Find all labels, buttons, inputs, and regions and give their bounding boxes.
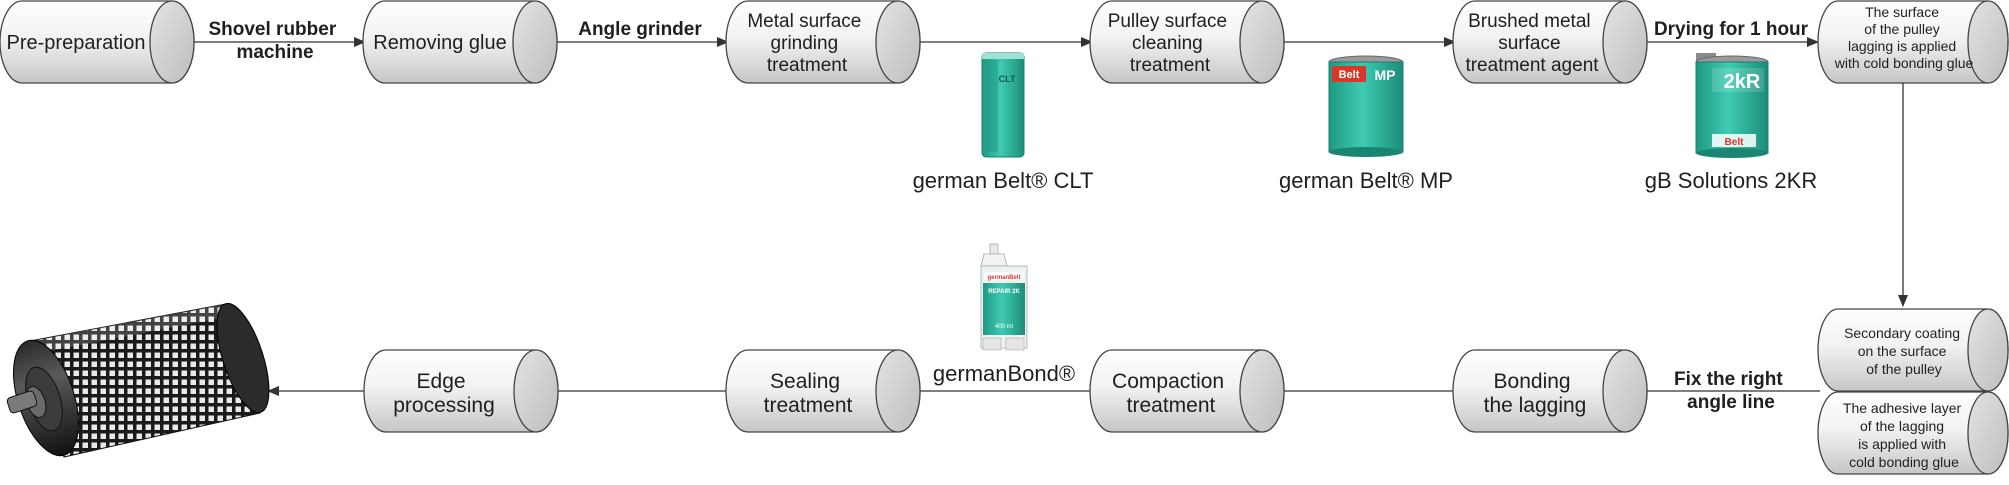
node-text-line: Pre-preparation — [7, 32, 146, 54]
product-name-clt: german Belt® CLT — [913, 168, 1094, 193]
edge-label-drying: Drying for 1 hour — [1654, 19, 1809, 40]
node-removing-glue: Removing glue — [362, 0, 558, 84]
node-text-line: treatment — [764, 394, 853, 417]
edge-label-angle: Angle grinder — [578, 19, 702, 40]
node-text-line: with cold bonding glue — [1834, 55, 1974, 71]
node-text-line: Brushed metal — [1468, 11, 1591, 32]
node-text-line: Secondary coating — [1844, 325, 1960, 341]
svg-text:Pulley surface cleaning: Pulley surface cleaning treatment — [1108, 11, 1233, 76]
node-text-line: of the pulley — [1864, 21, 1940, 37]
node-text-line: processing — [393, 394, 495, 417]
svg-text:Metal surface grinding: Metal surface grinding treatment — [747, 11, 866, 76]
kr-can-brand: Belt — [1725, 137, 1745, 148]
svg-text:Pre-preparation: Pre-preparation — [7, 32, 146, 54]
edge-label-fix: Fix the right angle line — [1674, 369, 1788, 413]
svg-text:Brushed metal surface: Brushed metal surface treatment agent — [1465, 11, 1599, 76]
node-text-line: treatment — [767, 55, 848, 76]
repair-cartridge-volume: 400 ml — [995, 324, 1013, 330]
node-compaction: Compaction treatment — [1089, 349, 1285, 433]
repair-cartridge-label: REPAIR 2K — [988, 289, 1020, 295]
node-text-line: Compaction — [1112, 370, 1224, 393]
node-text-line: The surface — [1865, 4, 1939, 20]
node-text-line: on the surface — [1858, 343, 1947, 359]
node-bonding: Bonding the lagging — [1452, 349, 1648, 433]
edge-label-line: angle line — [1687, 392, 1775, 413]
node-secondary-coating: Secondary coating on the surface of the … — [1817, 308, 2009, 392]
repair-cartridge-brand: germanBelt — [987, 275, 1020, 281]
node-text-line: Sealing — [770, 370, 840, 393]
node-lagging-surface: The surface of the pulley lagging is app… — [1817, 0, 2009, 84]
edge-label-line: machine — [236, 42, 313, 63]
node-text-line: of the pulley — [1866, 361, 1942, 377]
node-text-line: surface — [1498, 33, 1560, 54]
svg-text:The surface of the pulle: The surface of the pulley lagging is app… — [1834, 4, 1974, 71]
node-text-line: Bonding — [1494, 370, 1571, 393]
edge-label-line: Drying for 1 hour — [1654, 19, 1809, 40]
mp-can-label: MP — [1375, 67, 1396, 83]
mp-can-brand: Belt — [1339, 69, 1360, 81]
kr-can-image: 2kR Belt — [1695, 53, 1769, 158]
node-text-line: grinding — [771, 33, 839, 54]
clt-can-image: CLT — [981, 52, 1025, 158]
svg-text:Edge processing: Edge processing — [393, 370, 495, 417]
kr-can-label: 2kR — [1724, 71, 1761, 93]
node-text-line: The adhesive layer — [1843, 400, 1962, 416]
svg-text:Sealing treatment: Sealing treatment — [764, 370, 853, 417]
node-text-line: is applied with — [1858, 436, 1946, 452]
edge-label-line: Fix the right — [1674, 369, 1783, 390]
lagged-pulley-drum-icon — [6, 302, 270, 458]
node-text-line: the lagging — [1484, 394, 1587, 417]
svg-text:Removing glue: Removing glue — [373, 32, 506, 54]
node-text-line: Pulley surface — [1108, 11, 1227, 32]
connectors — [172, 37, 1908, 396]
node-text-line: cold bonding glue — [1849, 454, 1959, 470]
node-edge-processing: Edge processing — [363, 349, 559, 433]
node-text-line: Edge — [417, 370, 466, 393]
node-text-line: cleaning — [1132, 33, 1203, 54]
node-text-line: treatment — [1127, 394, 1216, 417]
svg-text:Compaction treatment: Compaction treatment — [1112, 370, 1230, 417]
product-name-germanbond: germanBond® — [933, 361, 1075, 386]
mp-can-image: Belt MP — [1328, 55, 1404, 157]
node-text-line: Removing glue — [373, 32, 506, 54]
node-metal-grinding: Metal surface grinding treatment — [725, 0, 921, 84]
edge-label-shovel: Shovel rubber machine — [208, 19, 341, 63]
node-pulley-cleaning: Pulley surface cleaning treatment — [1089, 0, 1285, 84]
node-sealing: Sealing treatment — [725, 349, 921, 433]
node-text-line: lagging is applied — [1848, 38, 1956, 54]
node-text-line: treatment agent — [1465, 55, 1599, 76]
node-text-line: Metal surface — [747, 11, 861, 32]
node-pre-preparation: Pre-preparation — [0, 0, 195, 84]
product-name-mp: german Belt® MP — [1279, 168, 1453, 193]
svg-text:Bonding the lagging: Bonding the lagging — [1484, 370, 1587, 417]
clt-can-label: CLT — [999, 74, 1016, 84]
edge-label-line: Angle grinder — [578, 19, 702, 40]
node-brushed-agent: Brushed metal surface treatment agent — [1452, 0, 1648, 84]
product-name-2kr: gB Solutions 2KR — [1645, 168, 1817, 193]
node-text-line: of the lagging — [1860, 418, 1944, 434]
repair-cartridge-image: germanBelt REPAIR 2K 400 ml — [980, 243, 1028, 351]
svg-text:Secondary coating on the: Secondary coating on the surface of the … — [1844, 325, 1964, 377]
node-adhesive-layer: The adhesive layer of the lagging is app… — [1817, 391, 2009, 475]
edge-label-line: Shovel rubber — [208, 19, 336, 40]
node-text-line: treatment — [1130, 55, 1211, 76]
svg-text:The adhesive layer of th: The adhesive layer of the lagging is app… — [1843, 400, 1965, 470]
